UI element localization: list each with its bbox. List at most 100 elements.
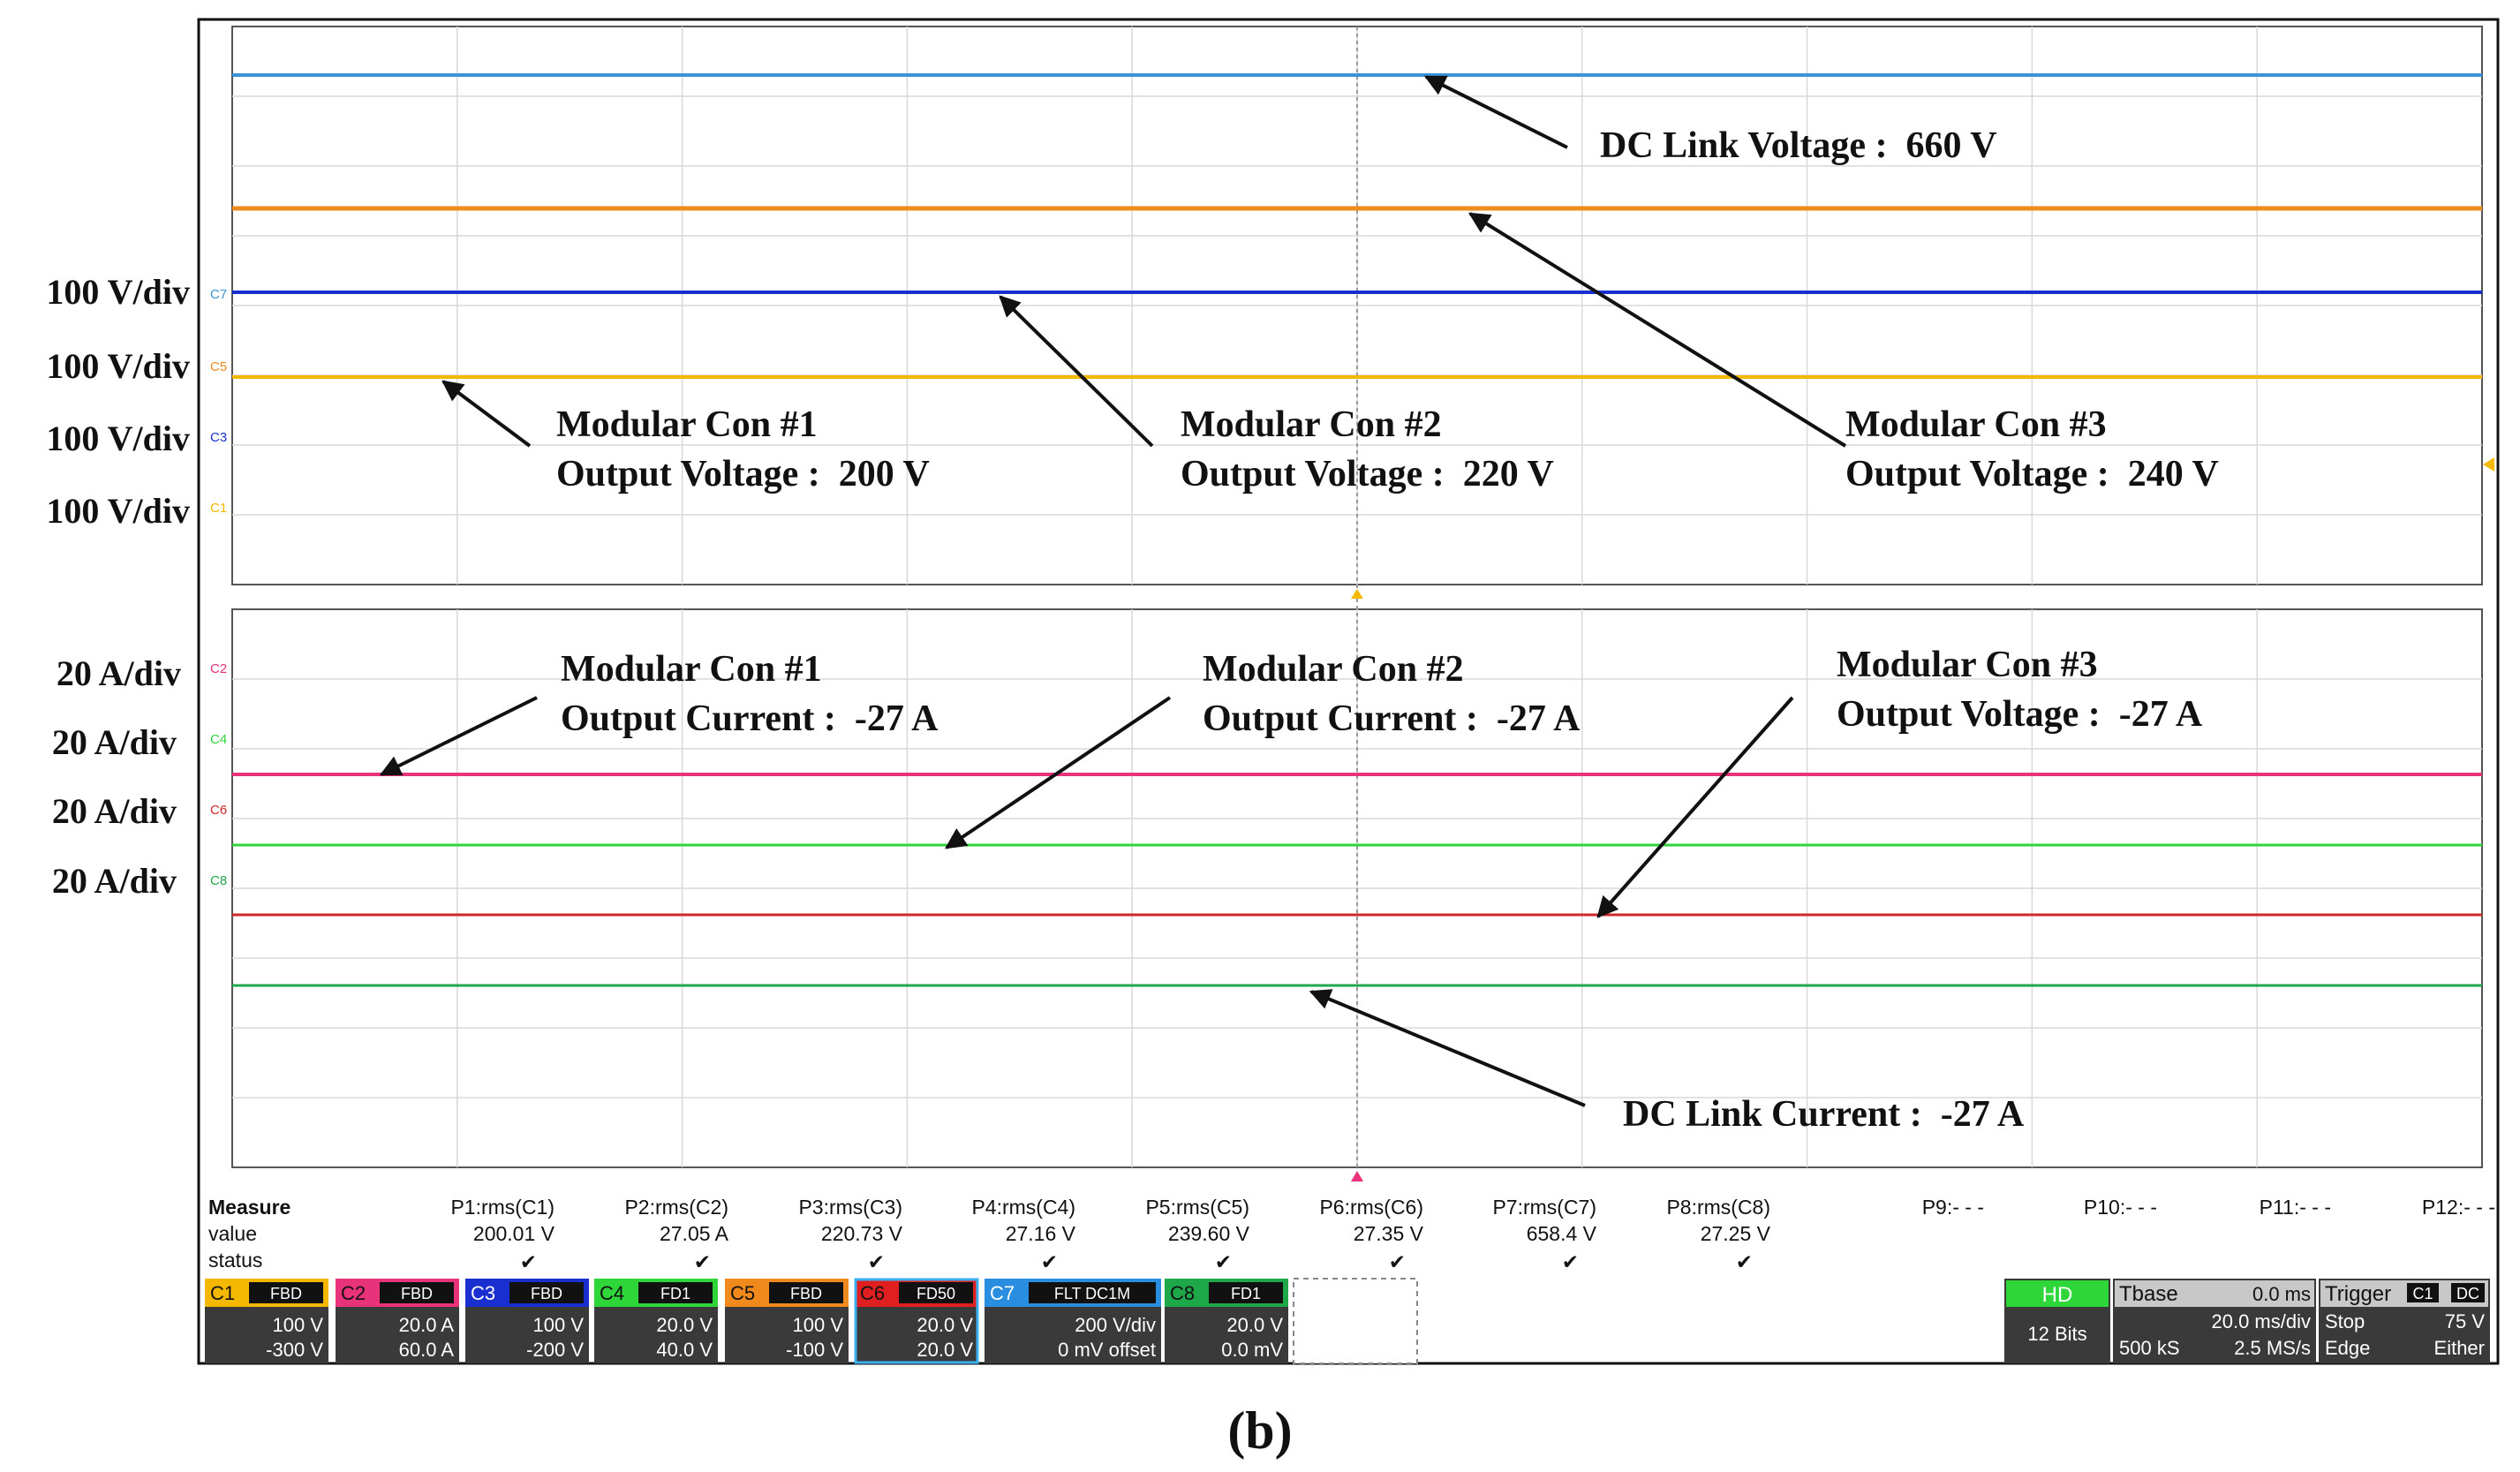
scale-label-current-2: 20 A/div (52, 722, 177, 762)
channel-marker-c7[interactable]: C7 (210, 287, 227, 302)
measure-row-value-label: value (208, 1222, 257, 1245)
measure-param-name[interactable]: P11:- - - (2260, 1196, 2331, 1219)
timebase-rate: 2.5 MS/s (2234, 1337, 2311, 1359)
hd-box[interactable]: HD 12 Bits (2004, 1279, 2110, 1363)
measure-param-value: 239.60 V (1168, 1222, 1250, 1245)
measure-param-status-check-icon: ✔ (1736, 1250, 1753, 1273)
measure-param-value: 220.73 V (821, 1222, 903, 1245)
trigger-position-marker-lower[interactable] (1351, 1171, 1363, 1181)
measure-param-name[interactable]: P12:- - - (2422, 1196, 2495, 1219)
measure-param-value: 658.4 V (1527, 1222, 1597, 1245)
trigger-position-marker[interactable] (1351, 589, 1363, 599)
annotation-mc2-current-value: Output Current : -27 A (1203, 698, 1581, 739)
measure-param-name[interactable]: P7:rms(C7) (1492, 1196, 1596, 1219)
channel-scale: 20.0 V (917, 1314, 973, 1336)
measure-param-status-check-icon: ✔ (1562, 1250, 1579, 1273)
measure-param-value: 200.01 V (473, 1222, 555, 1245)
measure-param-name[interactable]: P5:rms(C5) (1145, 1196, 1249, 1219)
measure-param-status-check-icon: ✔ (1041, 1250, 1058, 1273)
timebase-delay: 0.0 ms (2252, 1283, 2311, 1305)
channel-marker-c4[interactable]: C4 (210, 732, 227, 747)
scale-label-current-3: 20 A/div (52, 791, 177, 831)
trigger-level-marker[interactable] (2483, 457, 2494, 472)
trigger-coupling: DC (2456, 1285, 2479, 1302)
measure-param-name[interactable]: P2:rms(C2) (624, 1196, 728, 1219)
arrow-mc2-current (945, 696, 1172, 849)
channel-scale: 20.0 A (399, 1314, 455, 1336)
hd-bits: 12 Bits (2027, 1323, 2086, 1345)
channel-offset: -300 V (266, 1339, 323, 1361)
trigger-type: Edge (2325, 1337, 2370, 1359)
channel-flags-background (249, 1282, 323, 1303)
trigger-level: 75 V (2445, 1310, 2486, 1332)
channel-flags-background (769, 1282, 843, 1303)
channel-flags-background (1029, 1282, 1156, 1303)
measure-param-value: 27.05 A (660, 1222, 729, 1245)
measure-param-name[interactable]: P8:rms(C8) (1666, 1196, 1770, 1219)
channel-flags-background (899, 1282, 973, 1303)
channel-marker-c5[interactable]: C5 (210, 359, 227, 374)
channel-flags-background (509, 1282, 584, 1303)
arrow-dc-link-current (1309, 989, 1586, 1107)
timebase-box[interactable]: Tbase 0.0 ms 20.0 ms/div 500 kS 2.5 MS/s (2113, 1279, 2316, 1363)
channel-scale: 20.0 V (656, 1314, 713, 1336)
measure-param-value: 27.25 V (1701, 1222, 1771, 1245)
measure-param-name[interactable]: P4:rms(C4) (971, 1196, 1075, 1219)
channel-id: C3 (471, 1282, 495, 1304)
measure-param-status-check-icon: ✔ (1215, 1250, 1232, 1273)
channel-offset: 40.0 V (656, 1339, 713, 1361)
trigger-label: Trigger (2325, 1282, 2391, 1306)
arrow-mc3-voltage (1467, 212, 1847, 448)
measure-param-name[interactable]: P1:rms(C1) (450, 1196, 555, 1219)
channel-id: C8 (1170, 1282, 1195, 1304)
channel-offset: 0.0 mV (1221, 1339, 1283, 1361)
channel-id: C2 (341, 1282, 366, 1304)
channel-offset: 60.0 A (399, 1339, 455, 1361)
scale-label-voltage-3: 100 V/div (46, 419, 190, 458)
measure-header: Measure (208, 1196, 290, 1219)
channel-marker-c2[interactable]: C2 (210, 661, 227, 676)
channel-offset: 0 mV offset (1058, 1339, 1156, 1361)
measure-param-value: 27.35 V (1354, 1222, 1424, 1245)
channel-marker-c3[interactable]: C3 (210, 430, 227, 445)
measure-param-name[interactable]: P9:- - - (1922, 1196, 1984, 1219)
channel-flags-background (1209, 1282, 1283, 1303)
channel-offset: 20.0 V (917, 1339, 973, 1361)
annotation-mc2-voltage-value: Output Voltage : 220 V (1181, 454, 1554, 494)
scale-label-current-4: 20 A/div (52, 861, 177, 901)
timebase-div: 20.0 ms/div (2212, 1310, 2312, 1332)
measure-param-name[interactable]: P6:rms(C6) (1319, 1196, 1423, 1219)
channel-marker-c6[interactable]: C6 (210, 803, 227, 818)
channel-scale: 100 V (273, 1314, 324, 1336)
channel-flags: FD1 (1231, 1285, 1261, 1302)
measure-row-status-label: status (208, 1249, 262, 1272)
hd-label: HD (2042, 1283, 2073, 1307)
channel-offset: -200 V (526, 1339, 584, 1361)
scale-label-voltage-4: 100 V/div (46, 491, 190, 531)
trigger-box[interactable]: Trigger C1 DC Stop 75 V Edge Either (2319, 1279, 2490, 1363)
arrow-dc-link-voltage (1423, 75, 1568, 149)
timebase-samples: 500 kS (2119, 1337, 2180, 1359)
channel-scale: 100 V (533, 1314, 585, 1336)
trigger-slope: Either (2434, 1337, 2485, 1359)
measure-param-name[interactable]: P3:rms(C3) (798, 1196, 902, 1219)
channel-scale: 100 V (793, 1314, 844, 1336)
arrow-mc3-current (1596, 696, 1794, 918)
channel-marker-c8[interactable]: C8 (210, 873, 227, 888)
annotation-mc1-current-value: Output Current : -27 A (561, 698, 939, 739)
empty-channel-slot[interactable] (1293, 1278, 1418, 1364)
channel-marker-c1[interactable]: C1 (210, 501, 227, 516)
figure-caption: (b) (1227, 1401, 1292, 1460)
scale-label-current-1: 20 A/div (57, 653, 181, 693)
trigger-mode: Stop (2325, 1310, 2365, 1332)
measure-param-name[interactable]: P10:- - - (2084, 1196, 2157, 1219)
